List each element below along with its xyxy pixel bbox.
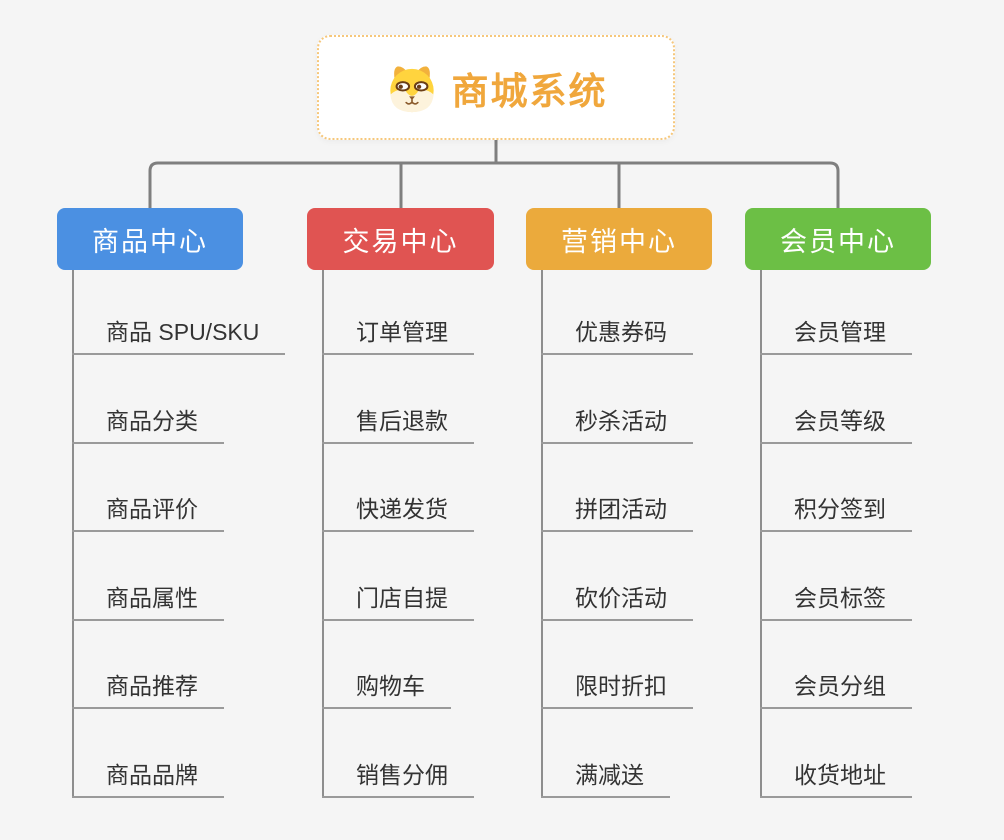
leaf-node[interactable]: 限时折扣 — [541, 671, 693, 709]
branch-label: 会员中心 — [780, 226, 896, 257]
leaf-node[interactable]: 商品推荐 — [72, 671, 224, 709]
branch-node-member-center[interactable]: 会员中心 — [745, 208, 931, 270]
leaf-node[interactable]: 订单管理 — [322, 317, 474, 355]
root-title: 商城系统 — [451, 70, 608, 112]
branch-node-product-center[interactable]: 商品中心 — [57, 208, 243, 270]
leaf-node[interactable]: 拼团活动 — [541, 494, 693, 532]
leaf-node[interactable]: 收货地址 — [760, 760, 912, 798]
branch-rail — [148, 161, 840, 208]
leaf-node[interactable]: 积分签到 — [760, 494, 912, 532]
leaf-node[interactable]: 商品评价 — [72, 494, 224, 532]
branch-node-trade-center[interactable]: 交易中心 — [307, 208, 494, 270]
leaf-node[interactable]: 门店自提 — [322, 583, 474, 621]
leaf-node[interactable]: 商品属性 — [72, 583, 224, 621]
branch-label: 营销中心 — [561, 226, 677, 257]
leaf-node[interactable]: 会员等级 — [760, 406, 912, 444]
leaf-node[interactable]: 销售分佣 — [322, 760, 474, 798]
leaf-node[interactable]: 会员管理 — [760, 317, 912, 355]
leaf-node[interactable]: 售后退款 — [322, 406, 474, 444]
leaf-node[interactable]: 商品 SPU/SKU — [72, 317, 286, 355]
branch-node-marketing-center[interactable]: 营销中心 — [526, 208, 712, 270]
shiba-dog-icon — [389, 65, 434, 112]
leaf-node[interactable]: 购物车 — [322, 671, 451, 709]
leaf-node[interactable]: 商品品牌 — [72, 760, 224, 798]
leaf-node[interactable]: 会员标签 — [760, 583, 912, 621]
leaf-node[interactable]: 满减送 — [541, 760, 670, 798]
leaf-node[interactable]: 砍价活动 — [541, 583, 693, 621]
root-node[interactable]: 商城系统 — [317, 35, 675, 140]
leaf-node[interactable]: 商品分类 — [72, 406, 224, 444]
branch-label: 交易中心 — [342, 226, 459, 257]
leaf-node[interactable]: 会员分组 — [760, 671, 912, 709]
leaf-node[interactable]: 快递发货 — [322, 494, 474, 532]
branch-label: 商品中心 — [92, 226, 208, 257]
leaf-node[interactable]: 秒杀活动 — [541, 406, 693, 444]
leaf-node[interactable]: 优惠券码 — [541, 317, 693, 355]
